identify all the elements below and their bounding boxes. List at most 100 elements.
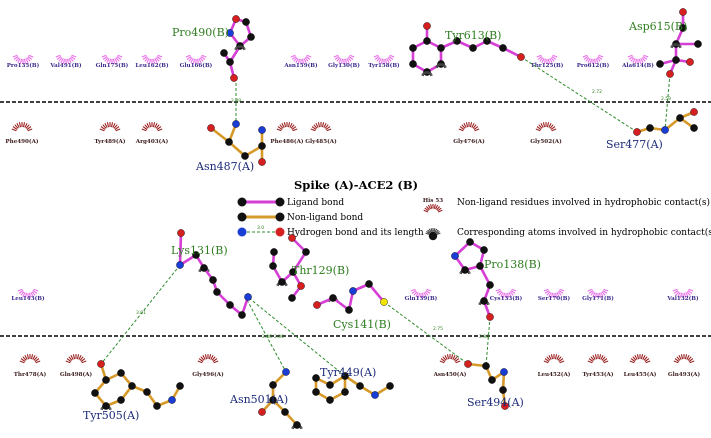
- arc-ray: [198, 270, 202, 273]
- arc-ray: [550, 354, 554, 360]
- arc-ray: [427, 229, 431, 234]
- arc-ray: [677, 44, 681, 47]
- arc-ray: [442, 64, 446, 67]
- arc-ray: [66, 58, 70, 64]
- arc-ray: [340, 58, 344, 64]
- arc-ray: [200, 56, 206, 60]
- arc-ray: [212, 358, 218, 362]
- arc-ray: [104, 122, 108, 128]
- legend-nonligand-bond: Non-ligand bond: [237, 212, 363, 223]
- arc-ray: [433, 204, 436, 209]
- arc-ray: [317, 122, 321, 128]
- legend-label: Non-ligand bond: [287, 213, 363, 223]
- carbon-atom: [466, 238, 474, 246]
- arc-ray: [100, 126, 106, 130]
- residue-label: Tyr453(A): [582, 371, 613, 378]
- residue-label: Asn450(A): [433, 371, 467, 378]
- hydrophobic-arc: [19, 354, 41, 364]
- arc-ray: [677, 43, 680, 47]
- oxygen-atom: [679, 8, 687, 16]
- arc-ray: [689, 360, 695, 364]
- arc-ray: [25, 58, 29, 64]
- arc-ray: [442, 356, 447, 361]
- nonligand-residue-label: Tyr449(A): [320, 366, 376, 379]
- carbon-atom: [312, 388, 320, 396]
- carbon-atom: [247, 33, 255, 41]
- atom: [237, 212, 247, 222]
- arc-ray: [550, 126, 556, 130]
- arc-ray: [425, 232, 430, 235]
- arc-ray: [115, 57, 120, 62]
- arc-ray: [450, 354, 454, 360]
- carbon-atom: [91, 389, 99, 397]
- arc-ray: [550, 57, 555, 62]
- arc-ray: [502, 292, 506, 298]
- residue-label: Tyr489(A): [94, 138, 125, 145]
- arc-ray: [587, 58, 591, 64]
- arc-ray: [473, 126, 479, 130]
- arc-ray: [12, 126, 18, 130]
- arc-ray: [600, 292, 604, 298]
- arc-ray: [106, 58, 110, 64]
- residue-label: Gln175(B): [96, 62, 129, 69]
- arc-ray: [142, 56, 148, 60]
- arc-ray: [323, 122, 327, 128]
- residue-label: Cys133(B): [490, 295, 523, 302]
- arc-ray: [508, 292, 512, 298]
- arc-ray: [424, 207, 429, 212]
- oxygen-atom: [230, 74, 238, 82]
- molecules-bottom: [91, 229, 509, 429]
- sulfur-atom: [380, 298, 388, 306]
- arc-ray: [334, 56, 340, 60]
- residue-label: Gly502(A): [530, 138, 562, 145]
- arc-ray: [305, 56, 311, 60]
- hbond-line: [100, 264, 181, 365]
- arc-ray: [686, 291, 691, 296]
- arc-ray: [422, 72, 426, 75]
- oxygen-atom: [97, 360, 105, 368]
- arc-ray: [547, 58, 551, 64]
- arc-ray: [204, 354, 208, 360]
- arc-ray: [428, 228, 432, 233]
- arc-ray: [157, 128, 163, 132]
- arc-ray: [242, 47, 246, 50]
- hbond-length: 2.59: [661, 96, 671, 102]
- arc-ray: [598, 292, 602, 298]
- carbon-atom: [143, 388, 151, 396]
- arc-ray: [634, 354, 638, 360]
- arc-ray: [293, 57, 298, 62]
- carbon-atom: [646, 124, 654, 132]
- hbond-length: 2.86: [274, 334, 284, 340]
- arc-ray: [548, 122, 552, 128]
- arc-ray: [592, 292, 596, 298]
- legend-label: Corresponding atoms involved in hydropho…: [457, 227, 711, 238]
- arc-ray: [671, 44, 675, 47]
- arc-ray: [34, 358, 40, 362]
- carbon-atom: [423, 37, 431, 45]
- residue-label: Gln139(B): [405, 295, 438, 302]
- arc-ray: [425, 71, 427, 74]
- oxygen-atom: [258, 158, 266, 166]
- oxygen-atom: [258, 408, 266, 416]
- arc-ray: [30, 292, 34, 298]
- arc-ray: [417, 292, 421, 298]
- arc-ray: [19, 58, 23, 64]
- arc-ray: [554, 354, 558, 360]
- arc-ray: [474, 128, 480, 132]
- carbon-atom: [488, 376, 496, 384]
- arc-ray: [427, 71, 429, 74]
- arc-ray: [540, 122, 544, 128]
- arc-ray: [110, 122, 114, 128]
- carbon-atom: [341, 372, 349, 380]
- arc-ray: [100, 407, 104, 410]
- arc-ray: [546, 291, 551, 296]
- arc-ray: [108, 58, 112, 64]
- arc-ray: [338, 58, 342, 64]
- arc-ray: [430, 228, 433, 232]
- hydrophobic-arc: [425, 228, 441, 235]
- oxygen-atom: [464, 360, 472, 368]
- arc-ray: [557, 291, 562, 296]
- arc-ray: [24, 122, 28, 128]
- arc-ray: [326, 128, 332, 132]
- arc-ray: [436, 232, 441, 235]
